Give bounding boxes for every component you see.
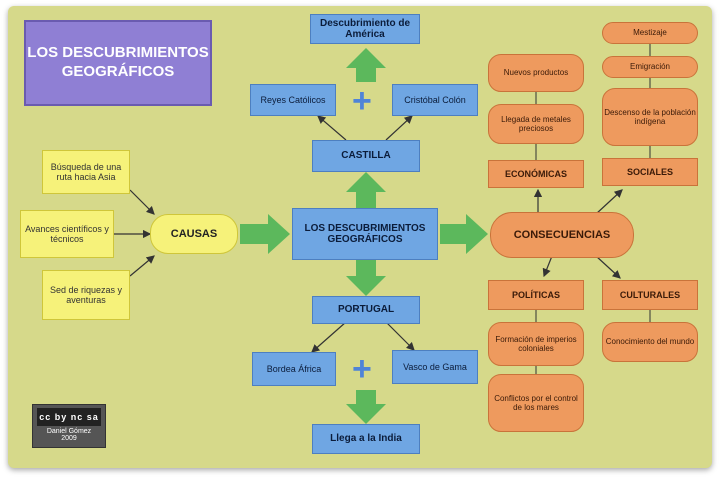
descubrimiento-america-node: Descubrimiento de América	[310, 14, 420, 44]
portugal-node: PORTUGAL	[312, 296, 420, 324]
author-text: Daniel Gómez	[46, 428, 92, 435]
culturales-node: CULTURALES	[602, 280, 698, 310]
llega-india-node: Llega a la India	[312, 424, 420, 454]
causa-ruta-asia: Búsqueda de una ruta hacia Asia	[42, 150, 130, 194]
plus-icon: +	[352, 350, 372, 388]
cc-icon: cc by nc sa	[37, 408, 101, 426]
green-arrow-up	[346, 172, 386, 208]
green-arrow-right	[240, 214, 290, 254]
descenso-poblacion-node: Descenso de la población indígena	[602, 88, 698, 146]
causa-riquezas: Sed de riquezas y aventuras	[42, 270, 130, 320]
cristobal-colon-node: Cristóbal Colón	[392, 84, 478, 116]
center-node: LOS DESCUBRIMIENTOS GEOGRÁFICOS	[292, 208, 438, 260]
politicas-node: POLÍTICAS	[488, 280, 584, 310]
sociales-node: SOCIALES	[602, 158, 698, 186]
conocimiento-mundo-node: Conocimiento del mundo	[602, 322, 698, 362]
cc-license-badge: cc by nc sa Daniel Gómez 2009	[32, 404, 106, 448]
reyes-catolicos-node: Reyes Católicos	[250, 84, 336, 116]
green-arrow-right	[440, 214, 488, 254]
green-arrow-down	[346, 260, 386, 296]
nuevos-productos-node: Nuevos productos	[488, 54, 584, 92]
imperios-coloniales-node: Formación de imperios coloniales	[488, 322, 584, 366]
green-arrow-up	[346, 48, 386, 82]
green-arrows	[240, 48, 488, 424]
mestizaje-node: Mestizaje	[602, 22, 698, 44]
bordea-africa-node: Bordea África	[252, 352, 336, 386]
causas-node: CAUSAS	[150, 214, 238, 254]
consecuencias-node: CONSECUENCIAS	[490, 212, 634, 258]
vasco-gama-node: Vasco de Gama	[392, 350, 478, 384]
plus-icon: +	[352, 82, 372, 120]
causa-avances: Avances científicos y técnicos	[20, 210, 114, 258]
emigracion-node: Emigración	[602, 56, 698, 78]
year-text: 2009	[61, 435, 77, 442]
economicas-node: ECONÓMICAS	[488, 160, 584, 188]
conflictos-mares-node: Conflictos por el control de los mares	[488, 374, 584, 432]
metales-preciosos-node: Llegada de metales preciosos	[488, 104, 584, 144]
green-arrow-down	[346, 390, 386, 424]
page-title: LOS DESCUBRIMIENTOS GEOGRÁFICOS	[24, 20, 212, 106]
castilla-node: CASTILLA	[312, 140, 420, 172]
